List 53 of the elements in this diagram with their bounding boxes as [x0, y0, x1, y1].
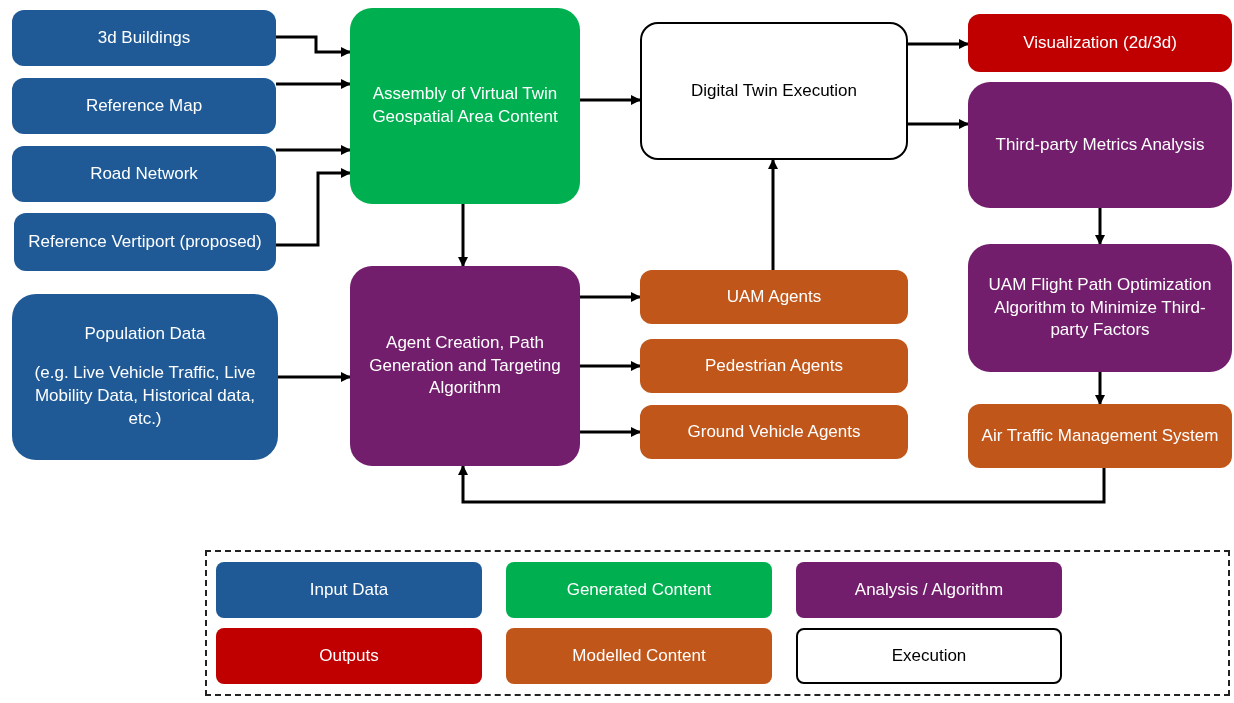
legend-label: Generated Content [566, 580, 712, 600]
node-label: Assembly of Virtual Twin Geospatial Area Content [371, 83, 559, 128]
input-data-box [14, 213, 276, 271]
node-label: 3d Buildings [97, 26, 191, 49]
arrow [458, 204, 468, 267]
legend-label: Outputs [319, 646, 379, 666]
node-label: UAM Flight Path Optimization Algorithm to Minimize Third-party Factors [987, 273, 1213, 342]
arrow [276, 145, 351, 155]
arrow [458, 465, 1106, 504]
arrow [276, 79, 351, 89]
node-label: Digital Twin Execution [691, 79, 857, 102]
node-label: Population Data [84, 323, 206, 346]
arrow [276, 168, 351, 247]
arrow [580, 361, 641, 371]
modelled-content-box [968, 404, 1232, 468]
node-label: Air Traffic Management System [981, 424, 1219, 447]
arrow [580, 95, 641, 105]
arrow [276, 35, 351, 57]
modelled-content-box [640, 339, 908, 393]
algorithm-box [968, 244, 1232, 372]
arrow [908, 119, 969, 129]
node-label: (e.g. Live Vehicle Traffic, Live Mobility Data, Historical data, etc.) [33, 362, 257, 430]
node-label: Reference Map [85, 94, 203, 117]
input-data-box [12, 146, 276, 202]
arrow [580, 292, 641, 302]
legend-label: Modelled Content [572, 646, 706, 666]
generated-content-box [350, 8, 580, 204]
node-label: Road Network [90, 162, 198, 185]
legend-label: Analysis / Algorithm [854, 580, 1004, 600]
arrow [1095, 372, 1105, 405]
input-data-box [12, 78, 276, 134]
input-data-box [12, 294, 278, 460]
algorithm-box [350, 266, 580, 466]
modelled-content-box [640, 405, 908, 459]
execution-box [640, 22, 908, 160]
node-label: Visualization (2d/3d) [1023, 31, 1177, 54]
node-label: Pedestrian Agents [705, 354, 843, 377]
arrow [278, 372, 351, 382]
algorithm-box [968, 82, 1232, 208]
output-box [968, 14, 1232, 72]
modelled-content-box [640, 270, 908, 324]
arrow [768, 159, 778, 270]
node-label: Third-party Metrics Analysis [995, 133, 1205, 156]
input-data-box [12, 10, 276, 66]
legend-label: Execution [891, 646, 967, 666]
node-label: Agent Creation, Path Generation and Targeting Algorithm [368, 331, 562, 400]
node-label: Reference Vertiport (proposed) [28, 230, 262, 253]
node-label: UAM Agents [726, 285, 822, 308]
arrow [1095, 208, 1105, 245]
arrow [908, 39, 969, 49]
arrow [580, 427, 641, 437]
legend-label: Input Data [309, 580, 389, 600]
node-label: Ground Vehicle Agents [687, 420, 861, 443]
